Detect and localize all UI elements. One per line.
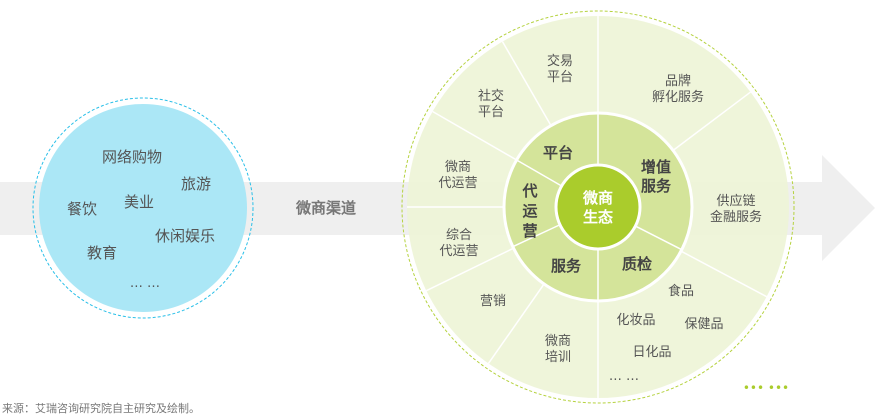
quality-more: … … bbox=[609, 369, 639, 384]
middle-service: 服务 bbox=[551, 257, 582, 275]
more-dots: ••• ••• bbox=[743, 381, 789, 395]
outer-trade-platform-1: 交易 bbox=[547, 53, 573, 69]
industry-leisure: 休闲娱乐 bbox=[155, 227, 215, 245]
middle-divider bbox=[516, 159, 563, 187]
middle-value-added-2: 服务 bbox=[641, 177, 672, 195]
industry-education: 教育 bbox=[87, 244, 117, 262]
outer-brand-2: 孵化服务 bbox=[652, 89, 704, 105]
quality-daily-chem: 日化品 bbox=[632, 345, 671, 360]
outer-trade-platform-2: 平台 bbox=[547, 70, 573, 85]
industry-online-shopping: 网络购物 bbox=[102, 148, 162, 166]
middle-platform: 平台 bbox=[543, 144, 573, 162]
middle-operation-2: 运 bbox=[522, 202, 537, 220]
outer-weishang-operation-2: 代运营 bbox=[438, 176, 477, 191]
quality-cosmetics: 化妆品 bbox=[616, 313, 655, 328]
left-circle bbox=[39, 104, 247, 312]
outer-divider bbox=[678, 249, 767, 298]
industry-catering: 餐饮 bbox=[67, 200, 97, 218]
outer-supply-finance-1: 供应链 bbox=[716, 193, 755, 209]
outer-divider bbox=[432, 110, 519, 162]
middle-divider bbox=[635, 225, 683, 251]
outer-social-platform-2: 平台 bbox=[478, 105, 504, 120]
outer-weishang-operation-1: 微商 bbox=[445, 160, 471, 175]
outer-ring-dash bbox=[401, 10, 795, 404]
center-label-1: 微商 bbox=[582, 189, 613, 207]
industry-beauty: 美业 bbox=[124, 193, 154, 211]
channel-label: 微商渠道 bbox=[295, 199, 356, 217]
middle-divider bbox=[512, 224, 561, 248]
outer-supply-finance-2: 金融服务 bbox=[710, 209, 762, 225]
middle-operation-1: 代 bbox=[521, 182, 537, 200]
middle-operation-3: 营 bbox=[522, 222, 537, 240]
outer-training-1: 微商 bbox=[545, 334, 571, 349]
middle-quality: 质检 bbox=[622, 255, 652, 273]
outer-brand-1: 品牌 bbox=[665, 73, 691, 89]
source-note: 来源：艾瑞咨询研究院自主研究及绘制。 bbox=[2, 402, 200, 415]
left-circle-dash bbox=[32, 97, 254, 319]
quality-food: 食品 bbox=[668, 283, 694, 299]
outer-divider bbox=[426, 246, 516, 292]
outer-social-platform-1: 社交 bbox=[478, 88, 504, 104]
industry-travel: 旅游 bbox=[181, 175, 211, 193]
outer-divider bbox=[501, 41, 553, 128]
outer-training-2: 培训 bbox=[545, 349, 571, 365]
center-label-2: 生态 bbox=[583, 208, 613, 226]
outer-divider bbox=[671, 91, 751, 153]
center-circle bbox=[554, 163, 642, 251]
outer-integrated-operation-2: 代运营 bbox=[439, 244, 478, 259]
middle-value-added-1: 增值 bbox=[641, 158, 671, 176]
industry-more: … … bbox=[130, 276, 160, 291]
outer-marketing: 营销 bbox=[480, 294, 506, 309]
quality-health: 保健品 bbox=[684, 317, 723, 332]
outer-integrated-operation-1: 综合 bbox=[446, 228, 472, 243]
outer-divider bbox=[487, 281, 546, 364]
